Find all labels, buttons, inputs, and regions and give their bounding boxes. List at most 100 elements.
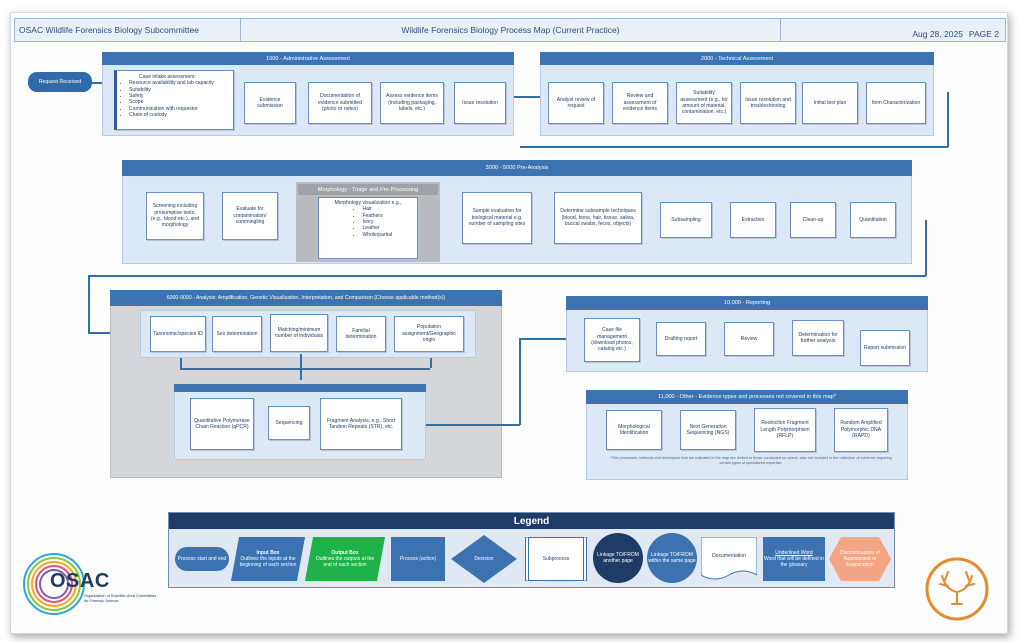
morphology-item: Leather (362, 225, 401, 231)
osac-logo: OSAC Organization of Scientific Area Com… (22, 548, 162, 620)
pre-box-subsample-techniques: Determine subsample techniques (blood, b… (554, 192, 642, 244)
tech-box-initial-test-plan: Initial test plan (802, 82, 858, 124)
analysis-to-reporting-connector (519, 338, 567, 340)
pre-box-evaluate: Evaluate for contamination/ commingling (222, 192, 278, 240)
case-intake-list: Resource availability and lab capacity S… (121, 80, 214, 118)
analysis-tree-line (180, 358, 182, 368)
legend-output-desc: Outlines the outputs at the end of each … (315, 555, 375, 569)
case-intake-box: Case intake assessment: Resource availab… (114, 70, 234, 130)
morphology-header: Morphology - Triage and Pre-Processing (298, 184, 438, 195)
header-title: Wildlife Forensics Biology Process Map (… (241, 19, 781, 41)
page-header: OSAC Wildlife Forensics Biology Subcommi… (14, 18, 1006, 42)
case-intake-item: Scope (129, 99, 214, 105)
header-org: OSAC Wildlife Forensics Biology Subcommi… (15, 19, 241, 41)
legend-input-desc: Outlines the inputs at the beginning of … (239, 555, 297, 569)
morphology-item: Whole/partial (362, 232, 401, 238)
legend-underlined-desc: Word that will be defined in the glossar… (764, 555, 824, 569)
legend-process: Process (action) (391, 537, 445, 581)
case-intake-item: Resource availability and lab capacity (129, 80, 214, 86)
osac-rings-icon (23, 553, 85, 615)
case-intake-item: Safety (129, 93, 214, 99)
analysis-methods-header (174, 384, 426, 392)
legend-documentation: Documentation (712, 552, 746, 559)
analysis-question-taxonomic: Taxonomic/species ID (150, 316, 206, 352)
legend-subprocess: Subprocess (525, 537, 587, 581)
admin-box-assess-items: Assess evidence items (including packagi… (380, 82, 444, 124)
pre-box-cleanup: Clean-up (790, 202, 836, 238)
pre-box-quantitation: Quantitation (850, 202, 896, 238)
tech-box-evidence-review: Review and assessment of evidence items (612, 82, 668, 124)
header-meta: Aug 28, 2025 PAGE 2 (781, 19, 1005, 41)
method-qpcr: Quantitative Polymerase Chain Reaction (… (190, 398, 254, 450)
legend-underlined: Underlined Word Word that will be define… (763, 537, 825, 581)
case-intake-heading: Case intake assessment: (139, 74, 196, 80)
other-box-morphological: Morphological Identification (606, 410, 662, 450)
pre-box-subsampling: Subsampling (660, 202, 712, 238)
legend-input-title: Input Box (256, 549, 280, 556)
morphology-item: Feathers (362, 213, 401, 219)
report-box-drafting: Drafting report (656, 322, 706, 356)
header-date: Aug 28, 2025 (912, 29, 963, 39)
other-box-rapd: Random Amplified Polymorphic DNA (RAPD) (834, 408, 888, 452)
osac-logo-name: OSAC (50, 570, 110, 592)
pre-box-extraction: Extraction (730, 202, 776, 238)
legend-discontinue-shape (829, 537, 891, 581)
admin-box-evidence-submission: Evidence submission (244, 82, 296, 124)
pre-to-analysis-connector (88, 275, 90, 333)
legend: Legend Process start and end Input Box O… (168, 512, 895, 588)
morphology-box: Morphology visualization e.g., Hair Feat… (318, 197, 418, 259)
analysis-to-reporting-connector (519, 338, 521, 425)
admin-section-title: 1000 - Administrative Assessment (102, 52, 514, 65)
pre-box-screening: Screening including presumptive tests, (… (146, 192, 204, 240)
legend-output-title: Output Box (331, 549, 359, 556)
case-intake-item: Communication with requestor (129, 106, 214, 112)
tech-box-analyst-review: Analyst review of request (548, 82, 604, 124)
analysis-tree-line (430, 358, 432, 368)
case-intake-item: Suitability (129, 87, 214, 93)
reporting-section-title: 10,000 - Reporting (566, 296, 928, 310)
report-box-case-file: Case file management (download photos, c… (584, 318, 640, 362)
tech-box-issue-resolution: Issue resolution and troubleshooting (740, 82, 796, 124)
case-intake-item: Chain of custody (129, 112, 214, 118)
report-box-determination: Determination for further analysis (792, 320, 844, 356)
technical-section-title: 2000 - Technical Assessment (540, 52, 934, 65)
report-box-submission: Report submission (860, 330, 910, 366)
pre-box-sample-evaluation: Sample evaluation for biological materia… (462, 192, 532, 244)
analysis-question-familial: Familial determination (336, 316, 386, 352)
tech-box-suitability: Suitability assessment (e.g., for amount… (676, 82, 732, 124)
morphology-list: Hair Feathers Ivory Leather Whole/partia… (334, 206, 401, 238)
start-pill: Request Received (28, 72, 92, 92)
morphology-heading: Morphology visualization e.g., (334, 200, 402, 206)
analysis-section-title: 6000-9000 - Analysis: Amplification, Gen… (110, 290, 502, 306)
legend-discontinue: Discontinuation of Assessment or Examina… (840, 549, 880, 569)
preanalysis-section-title: 3000 - 5000 Pre-Analysis (122, 160, 912, 176)
analysis-question-sex: Sex determination (212, 316, 262, 352)
pre-to-analysis-connector (88, 275, 926, 277)
header-page: PAGE 2 (968, 29, 999, 39)
analysis-to-reporting-connector (426, 424, 520, 426)
other-footnote: *The processes, methods and techniques t… (610, 456, 892, 465)
legend-output-shape (305, 537, 385, 581)
legend-start-end: Process start and end (175, 547, 229, 571)
other-section-title: 11,000 - Other - Evidence types and proc… (586, 390, 908, 404)
legend-title: Legend (169, 513, 894, 529)
analysis-tree-line (180, 368, 430, 370)
legend-decision: Decision (474, 555, 494, 562)
legend-link-other-page: Linkage TO/FROM another page (593, 533, 643, 583)
morphology-item: Ivory (362, 219, 401, 225)
tech-box-item-characterization: Item Characterization (866, 82, 926, 124)
report-box-review: Review (724, 322, 774, 356)
legend-input-shape (231, 537, 305, 581)
analysis-tree-line (300, 354, 302, 380)
method-fragment-analysis: Fragment Analysis, e.g., Short Tandem Re… (320, 398, 402, 450)
morphology-item: Hair (362, 206, 401, 212)
analysis-question-matching: Matching/minimum number of individuals (270, 314, 328, 352)
legend-link-same-page: Linkage TO/FROM within the same page (647, 533, 697, 583)
pre-to-analysis-connector (88, 332, 110, 334)
osac-logo-subtitle: Organization of Scientific Area Committe… (84, 594, 157, 603)
method-sequencing: Sequencing (268, 406, 310, 440)
admin-box-documentation: Documentation of evidence submitted (pho… (308, 82, 372, 124)
tech-to-pre-connector (947, 92, 949, 147)
legend-decision-shape (451, 535, 517, 583)
legend-documentation-shape (701, 537, 757, 580)
